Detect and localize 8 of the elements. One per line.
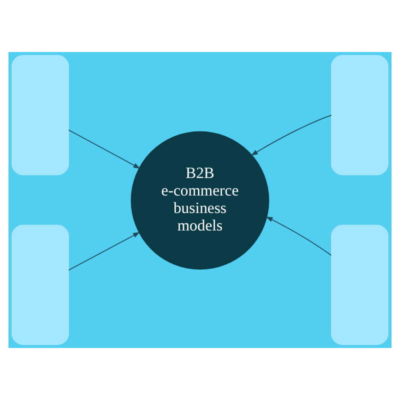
node-box [12, 224, 69, 345]
node-box [331, 224, 388, 345]
node-box [331, 55, 388, 176]
arrow [68, 130, 140, 169]
node-box [12, 55, 69, 176]
arrow [68, 232, 140, 271]
arrow [266, 216, 332, 256]
arrow [250, 114, 332, 156]
